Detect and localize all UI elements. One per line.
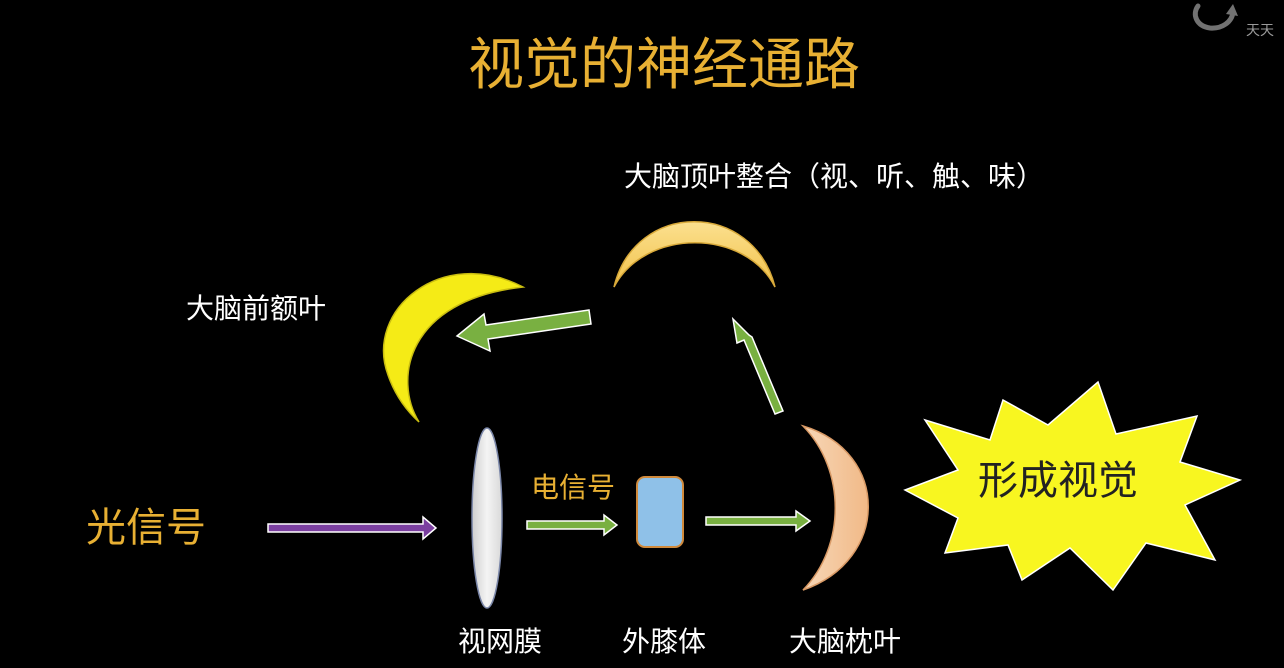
lgn-box (636, 476, 684, 548)
occipital-to-parietal-arrow (731, 316, 784, 415)
parietal-lobe-crescent (613, 221, 776, 288)
vision-formed-label: 形成视觉 (978, 458, 1138, 504)
vision-burst-shape (903, 380, 1243, 592)
light-signal-label: 光信号 (86, 505, 206, 551)
parietal-to-frontal-arrow (455, 309, 592, 353)
occipital-label: 大脑枕叶 (789, 625, 902, 658)
electric-signal-label: 电信号 (531, 471, 616, 504)
retina-lens (471, 427, 503, 609)
lgn-label: 外膝体 (622, 625, 707, 658)
light-signal-arrow (267, 515, 438, 541)
retina-to-lgn-arrow (526, 513, 619, 537)
frontal-label: 大脑前额叶 (186, 292, 327, 325)
occipital-lobe-crescent (800, 424, 869, 591)
parietal-label: 大脑顶叶整合（视、听、触、味） (624, 160, 1045, 193)
watermark-text: 天天 (1246, 23, 1274, 39)
refresh-logo-icon (1192, 3, 1238, 31)
lgn-to-occipital-arrow (705, 509, 812, 533)
frontal-lobe-crescent (382, 272, 526, 423)
page-title: 视觉的神经通路 (468, 33, 860, 98)
retina-label: 视网膜 (458, 625, 543, 658)
